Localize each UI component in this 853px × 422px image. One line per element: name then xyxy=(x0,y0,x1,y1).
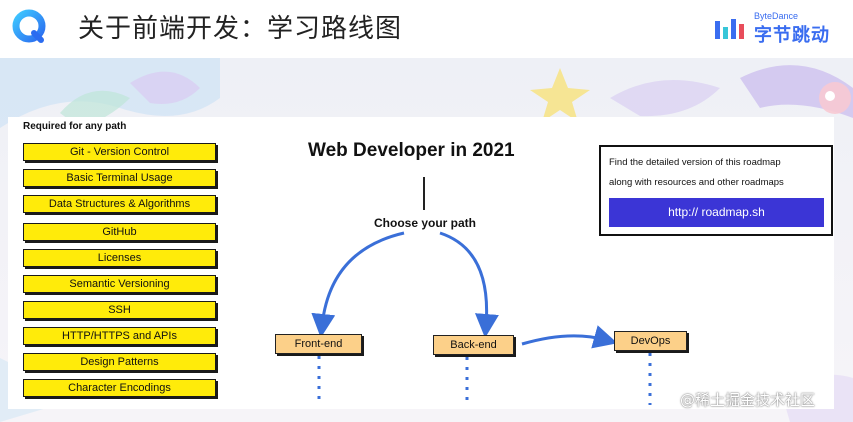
brand-name-en: ByteDance xyxy=(754,11,799,21)
qq-browser-logo-icon xyxy=(12,9,46,43)
required-item-encodings: Character Encodings xyxy=(23,379,216,397)
required-item-dsa: Data Structures & Algorithms xyxy=(23,195,216,213)
devops-node: DevOps xyxy=(614,331,687,351)
required-item-semver: Semantic Versioning xyxy=(23,275,216,293)
backend-node: Back-end xyxy=(433,335,514,355)
connector-line xyxy=(423,177,425,210)
required-item-git: Git - Version Control xyxy=(23,143,216,161)
page-title: 关于前端开发：学习路线图 xyxy=(78,14,403,44)
slide-header: 关于前端开发：学习路线图 ByteDance 字节跳动 xyxy=(0,0,853,58)
required-item-terminal: Basic Terminal Usage xyxy=(23,169,216,187)
required-item-http: HTTP/HTTPS and APIs xyxy=(23,327,216,345)
brand-name-cn: 字节跳动 xyxy=(754,25,830,46)
frontend-node: Front-end xyxy=(275,334,362,354)
roadmap-title: Web Developer in 2021 xyxy=(308,140,515,161)
watermark: @稀土掘金技术社区 xyxy=(680,391,816,409)
required-item-ssh: SSH xyxy=(23,301,216,319)
bytedance-brand: ByteDance 字节跳动 xyxy=(714,11,842,46)
required-item-github: GitHub xyxy=(23,223,216,241)
roadmap-link: http:// roadmap.sh xyxy=(609,198,824,227)
required-section-title: Required for any path xyxy=(23,121,127,132)
bytedance-logo-icon xyxy=(715,19,744,39)
info-text-line-2: along with resources and other roadmaps xyxy=(609,177,784,188)
roadmap-info-box: Find the detailed version of this roadma… xyxy=(599,145,833,236)
choose-path-label: Choose your path xyxy=(374,216,477,230)
info-text-line-1: Find the detailed version of this roadma… xyxy=(609,157,781,168)
required-item-design-patterns: Design Patterns xyxy=(23,353,216,371)
required-item-licenses: Licenses xyxy=(23,249,216,267)
